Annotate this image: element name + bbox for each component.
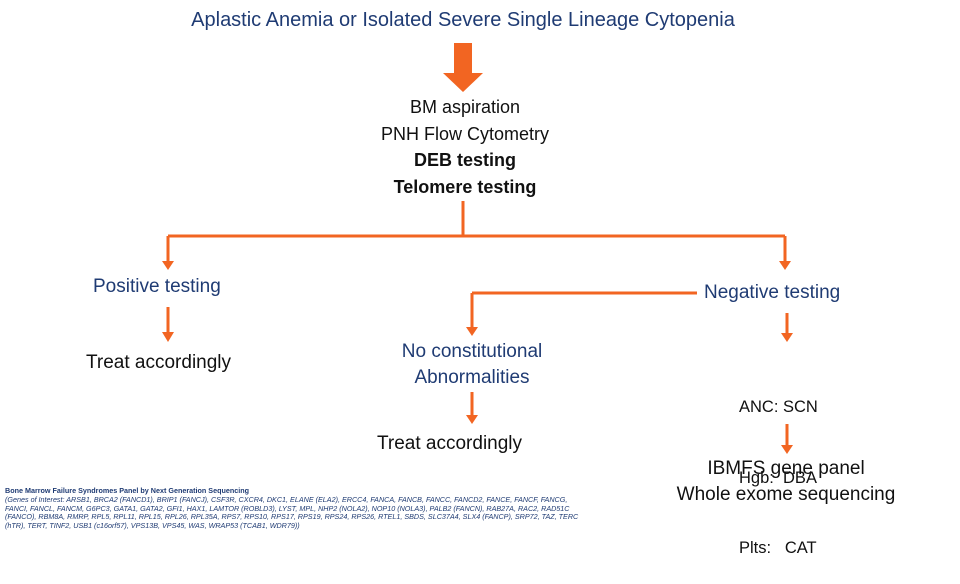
footnote-genes: (Genes of Interest: ARSB1, BRCA2 (FANCD1… xyxy=(5,494,579,531)
ibmfs-gene-panel: IBMFS gene panel xyxy=(707,458,865,479)
workup-item-bm: BM aspiration xyxy=(409,97,521,117)
treat-left-arrow-head xyxy=(162,332,174,342)
finding-anc: ANC: SCN xyxy=(739,398,818,416)
page-title: Aplastic Anemia or Isolated Severe Singl… xyxy=(191,9,735,31)
next-testing: IBMFS gene panel Whole exome sequencing xyxy=(654,456,918,508)
finding-plts: Plts: CAT xyxy=(739,539,817,557)
workup-item-telomere: Telomere testing xyxy=(393,176,537,197)
footnote-title: Bone Marrow Failure Syndromes Panel by N… xyxy=(5,486,250,495)
findings-arrow-head xyxy=(781,333,793,342)
workup-item-pnh: PNH Flow Cytometry xyxy=(380,123,550,144)
negative-arrow-head xyxy=(779,261,791,270)
panel-arrow-head xyxy=(781,445,793,454)
flowchart-connectors xyxy=(162,43,793,454)
no-constitutional-line1: No constitutional xyxy=(401,341,543,362)
negative-testing-label: Negative testing xyxy=(704,282,841,303)
main-down-arrow xyxy=(443,43,483,92)
positive-arrow-head xyxy=(162,261,174,270)
finding-hgb: Hgb: DBA xyxy=(739,468,817,487)
treat-accordingly-middle: Treat accordingly xyxy=(377,433,523,454)
whole-exome-sequencing: Whole exome sequencing xyxy=(676,484,896,505)
treat-accordingly-left: Treat accordingly xyxy=(86,352,232,373)
treat-middle-arrow-head xyxy=(466,415,478,424)
no-constitutional-label: No constitutional Abnormalities xyxy=(372,339,572,391)
middle-arrow-head xyxy=(466,327,478,336)
no-constitutional-line2: Abnormalities xyxy=(414,367,530,388)
workup-list: BM aspiration PNH Flow Cytometry DEB tes… xyxy=(340,94,590,200)
gene-panel-footnote: Bone Marrow Failure Syndromes Panel by N… xyxy=(5,486,590,531)
workup-item-deb: DEB testing xyxy=(413,150,516,170)
positive-testing-label: Positive testing xyxy=(93,276,221,297)
